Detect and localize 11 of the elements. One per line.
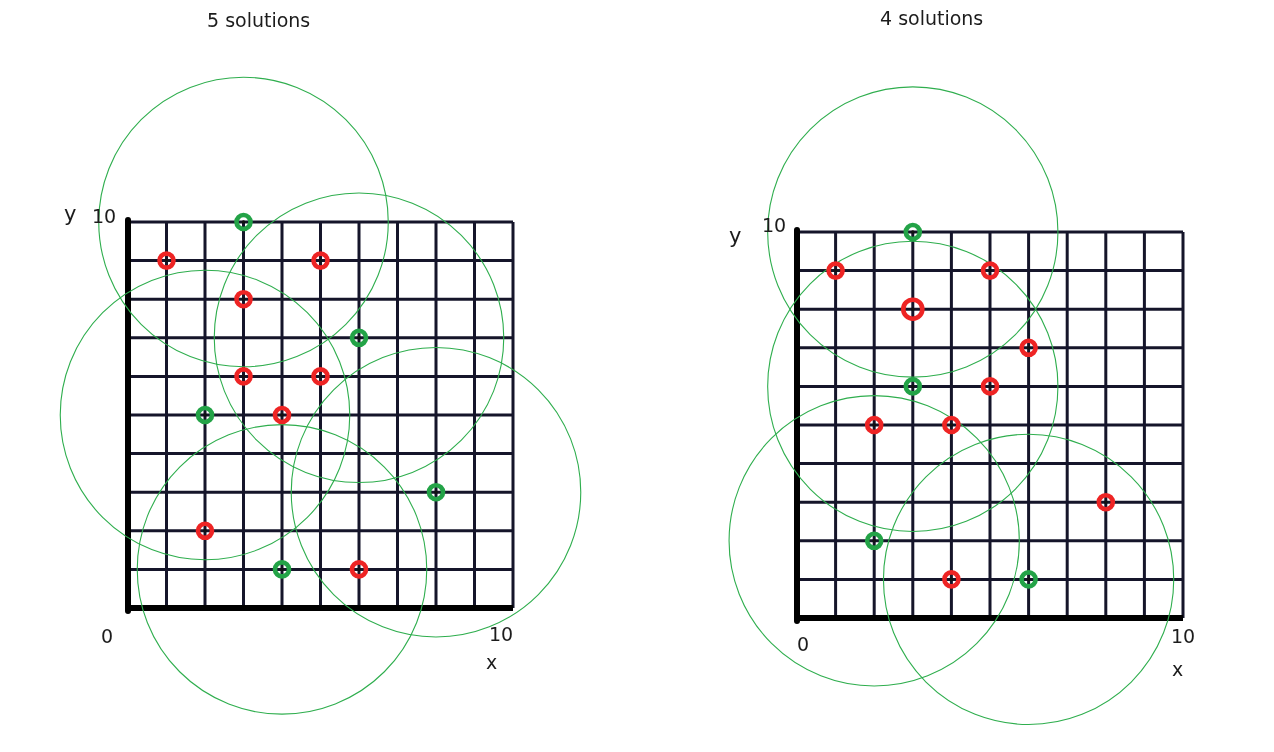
axis-label: y bbox=[729, 226, 742, 247]
tick-label: 10 bbox=[762, 216, 787, 235]
tick-label: 10 bbox=[1171, 627, 1196, 646]
tick-label: 10 bbox=[489, 625, 514, 644]
axis-label: y bbox=[64, 204, 77, 225]
panel-heading: 5 solutions bbox=[207, 11, 311, 30]
axis-label: x bbox=[486, 653, 498, 672]
tick-label: 0 bbox=[797, 635, 810, 654]
panel-heading: 4 solutions bbox=[880, 9, 984, 28]
axis-label: x bbox=[1172, 660, 1184, 679]
tick-label: 0 bbox=[101, 627, 114, 646]
